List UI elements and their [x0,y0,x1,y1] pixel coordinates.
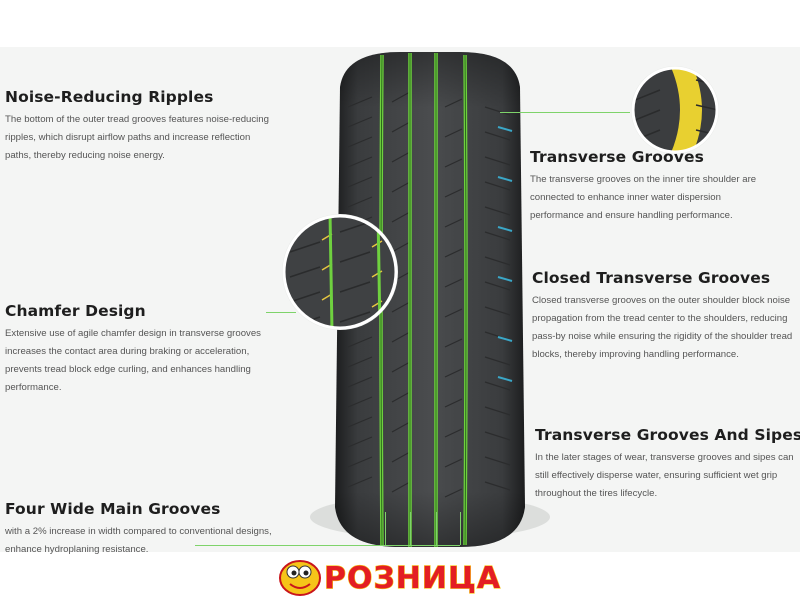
tire-illustration [300,47,560,552]
feature-title: Noise-Reducing Ripples [5,88,214,106]
chamfer-magnifier [282,214,398,330]
feature-title: Transverse Grooves [530,148,704,166]
rozница-logo: РОЗНИЦА [272,550,532,600]
leader-groove-drop-2 [410,512,411,545]
feature-transverse-grooves-and-sipes: Transverse Grooves And Sipes In the late… [535,426,800,503]
feature-four-wide-main-grooves: Four Wide Main Grooves with a 2% increas… [5,500,285,559]
feature-transverse-grooves: Transverse Grooves The transverse groove… [530,148,768,225]
feature-title: Chamfer Design [5,302,146,320]
shoulder-magnifier [631,66,719,154]
feature-description: Closed transverse grooves on the outer s… [532,295,793,360]
feature-description: The bottom of the outer tread grooves fe… [5,114,269,161]
leader-transverse [500,112,630,113]
leader-groove-drop-4 [460,512,461,545]
leader-groove-drop-3 [436,512,437,545]
feature-title: Transverse Grooves And Sipes [535,426,800,444]
feature-description: In the later stages of wear, transverse … [535,452,794,499]
feature-description: Extensive use of agile chamfer design in… [5,328,261,393]
feature-description: The transverse grooves on the inner tire… [530,174,757,221]
feature-title: Four Wide Main Grooves [5,500,221,518]
leader-chamfer [266,312,296,313]
leader-four-grooves [195,545,460,546]
feature-title: Closed Transverse Grooves [532,269,771,287]
feature-description: with a 2% increase in width compared to … [5,526,272,555]
feature-closed-transverse-grooves: Closed Transverse Grooves Closed transve… [532,269,800,364]
mascot-icon [279,560,321,596]
feature-noise-reducing-ripples: Noise-Reducing Ripples The bottom of the… [5,88,275,165]
leader-groove-drop-1 [385,512,386,545]
logo-wordmark: РОЗНИЦА [324,561,501,596]
feature-chamfer-design: Chamfer Design Extensive use of agile ch… [5,302,273,397]
